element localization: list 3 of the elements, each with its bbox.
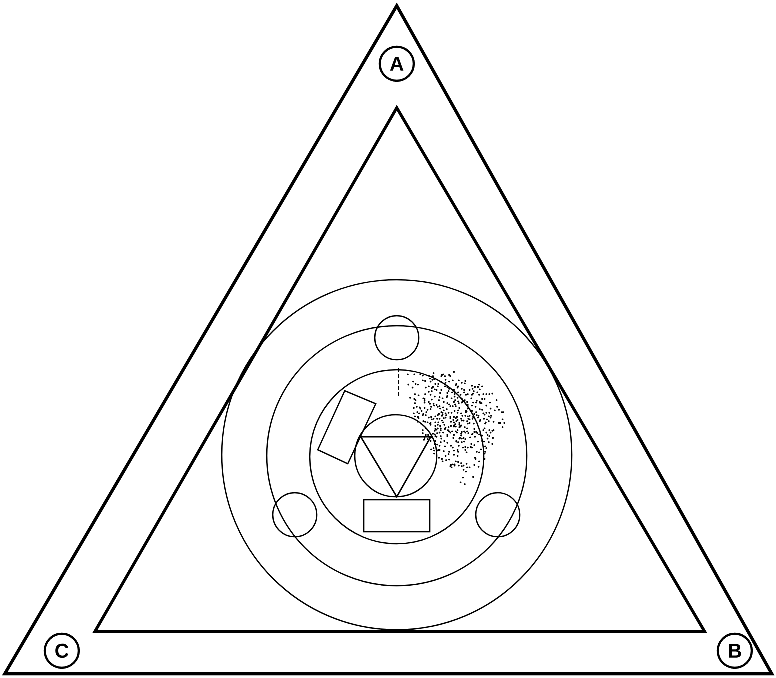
circled-letter: B [716, 632, 754, 670]
circled-letter: A [378, 46, 416, 82]
circled-letter: C [44, 632, 80, 670]
